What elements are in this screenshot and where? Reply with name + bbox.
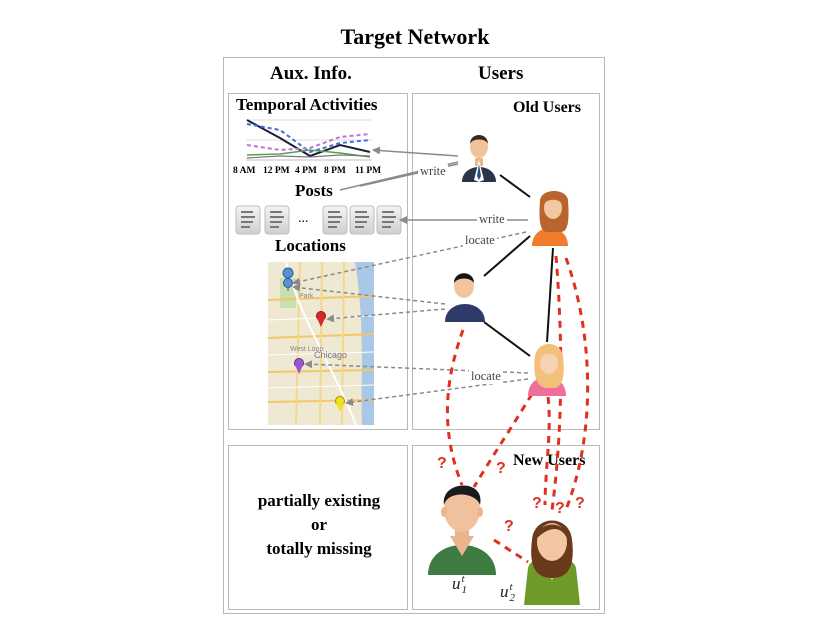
time-tick: 11 PM [355,166,382,176]
map-label-city: Chicago [314,350,347,360]
document-icon [235,205,261,235]
user-avatar-woman-orange [532,191,569,246]
label-sup: t [509,581,513,594]
map-label-park: Park [299,293,314,300]
document-icon [322,205,348,235]
question-mark: ? [437,455,447,472]
activity-line-blue [246,123,371,154]
diagram-title: Target Network [340,24,490,49]
label-sup: t [461,573,465,586]
activity-line-purple [246,133,371,152]
old-users-label: Old Users [513,99,581,116]
new-user-avatar-1 [428,485,496,575]
new-user-avatar-2 [524,520,580,605]
new-users-label: New Users [513,452,586,469]
activity-line-green [246,149,371,158]
time-tick: 12 PM [263,166,290,176]
temporal-activities-label: Temporal Activities [236,95,378,114]
missing-line-1: partially existing [257,491,381,510]
document-icon [264,205,290,235]
document-icon [376,205,402,235]
missing-line-2: or [310,515,328,534]
missing-box [228,445,408,610]
edge-label-write: write [418,164,448,179]
label-base: u [500,582,509,601]
question-mark: ? [575,495,585,512]
user-avatar-businessman [462,135,496,182]
locations-label: Locations [275,236,346,255]
map-label-west-loop: West Loop [290,346,323,353]
time-tick: 8 PM [324,166,346,176]
map-pin-purple [294,358,304,374]
edge-label-locate: locate [463,233,497,248]
posts-label: Posts [295,181,333,200]
question-mark: ? [555,500,565,517]
label-base: u [452,574,461,593]
aux-info-header: Aux. Info. [270,63,352,84]
document-icon [349,205,375,235]
question-mark: ? [496,460,506,477]
question-mark: ? [504,518,514,535]
old-users-box [412,93,600,430]
aux-info-box [228,93,408,430]
map-pin-yellow [335,396,345,412]
edge-label-write: write [477,212,507,227]
question-mark: ? [532,495,542,512]
post-icons: ... [235,205,402,235]
edge-label-locate: locate [469,369,503,384]
time-tick: 4 PM [295,166,317,176]
label-sub: 1 [461,584,468,597]
user-avatar-woman-blonde [528,344,566,396]
map-pin-blue [282,267,294,292]
activity-line-dark [246,119,371,158]
social-links [483,174,554,357]
missing-info-text: partially existing or totally missing [228,489,410,561]
posts-ellipsis: ... [298,211,309,226]
new-users-box [412,445,600,610]
missing-line-3: totally missing [266,539,372,558]
temporal-activity-chart [246,119,372,161]
time-tick: 8 AM [233,166,256,176]
outer-frame [223,57,605,614]
user-avatar-man-navy [445,273,485,322]
location-map: Park West Loop Chicago [267,261,375,426]
users-header: Users [478,63,524,84]
label-sub: 2 [509,592,516,605]
activity-line-gray [246,154,371,159]
map-pin-red [316,311,326,327]
